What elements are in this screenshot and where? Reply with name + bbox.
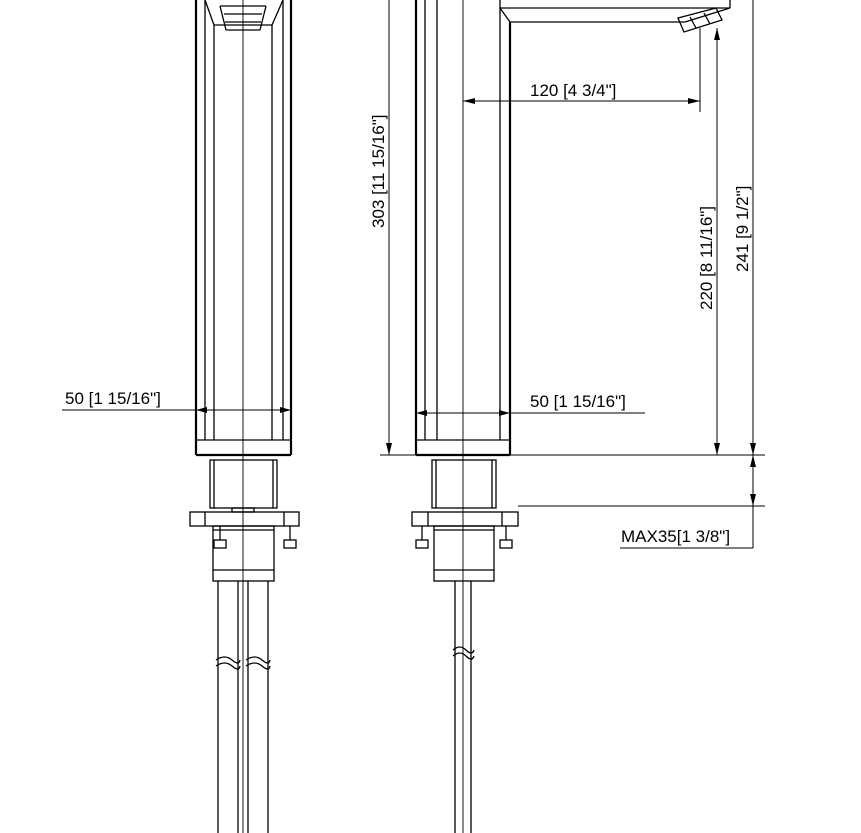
width-label-left: 50 [1 15/16"] [65,389,161,408]
mounting-plate [189,507,300,527]
width-dimension-left: 50 [1 15/16"] [62,389,292,420]
overall-height-dimension: 303 [11 15/16"] [369,0,392,455]
top-height-label: 241 [9 1/2"] [733,186,752,272]
spout-reach-label: 120 [4 3/4"] [530,81,616,100]
spout [499,0,731,33]
spout-height-dimension: 220 [8 11/16"] [697,28,720,455]
supply-hoses [215,581,271,833]
mounting-bolts [213,526,297,549]
top-height-dimension: 241 [9 1/2"] [733,0,756,455]
side-view: 50 [1 15/16"] 120 [4 3/4"] 303 [11 15/16… [369,0,765,833]
front-view: 50 [1 15/16"] [62,0,300,833]
overall-height-label: 303 [11 15/16"] [369,115,388,228]
max-deck-label: MAX35[1 3/8"] [621,527,730,546]
spout-reach-dimension: 120 [4 3/4"] [463,28,701,112]
width-label-right: 50 [1 15/16"] [530,392,626,411]
max-deck-dimension: MAX35[1 3/8"] [620,455,756,549]
width-dimension-right: 50 [1 15/16"] [415,392,645,420]
spout-height-label: 220 [8 11/16"] [697,206,716,310]
aerator [204,0,284,31]
